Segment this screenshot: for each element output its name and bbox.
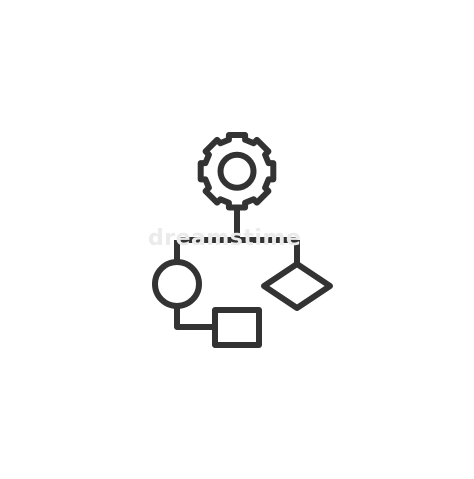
connector-lines (174, 207, 300, 330)
flowchart-circle-node (152, 259, 202, 309)
gear-icon (197, 132, 277, 211)
flowchart-diamond-node (261, 261, 333, 311)
gear-hub-circle (217, 151, 257, 191)
flowchart-square-node (212, 307, 262, 348)
